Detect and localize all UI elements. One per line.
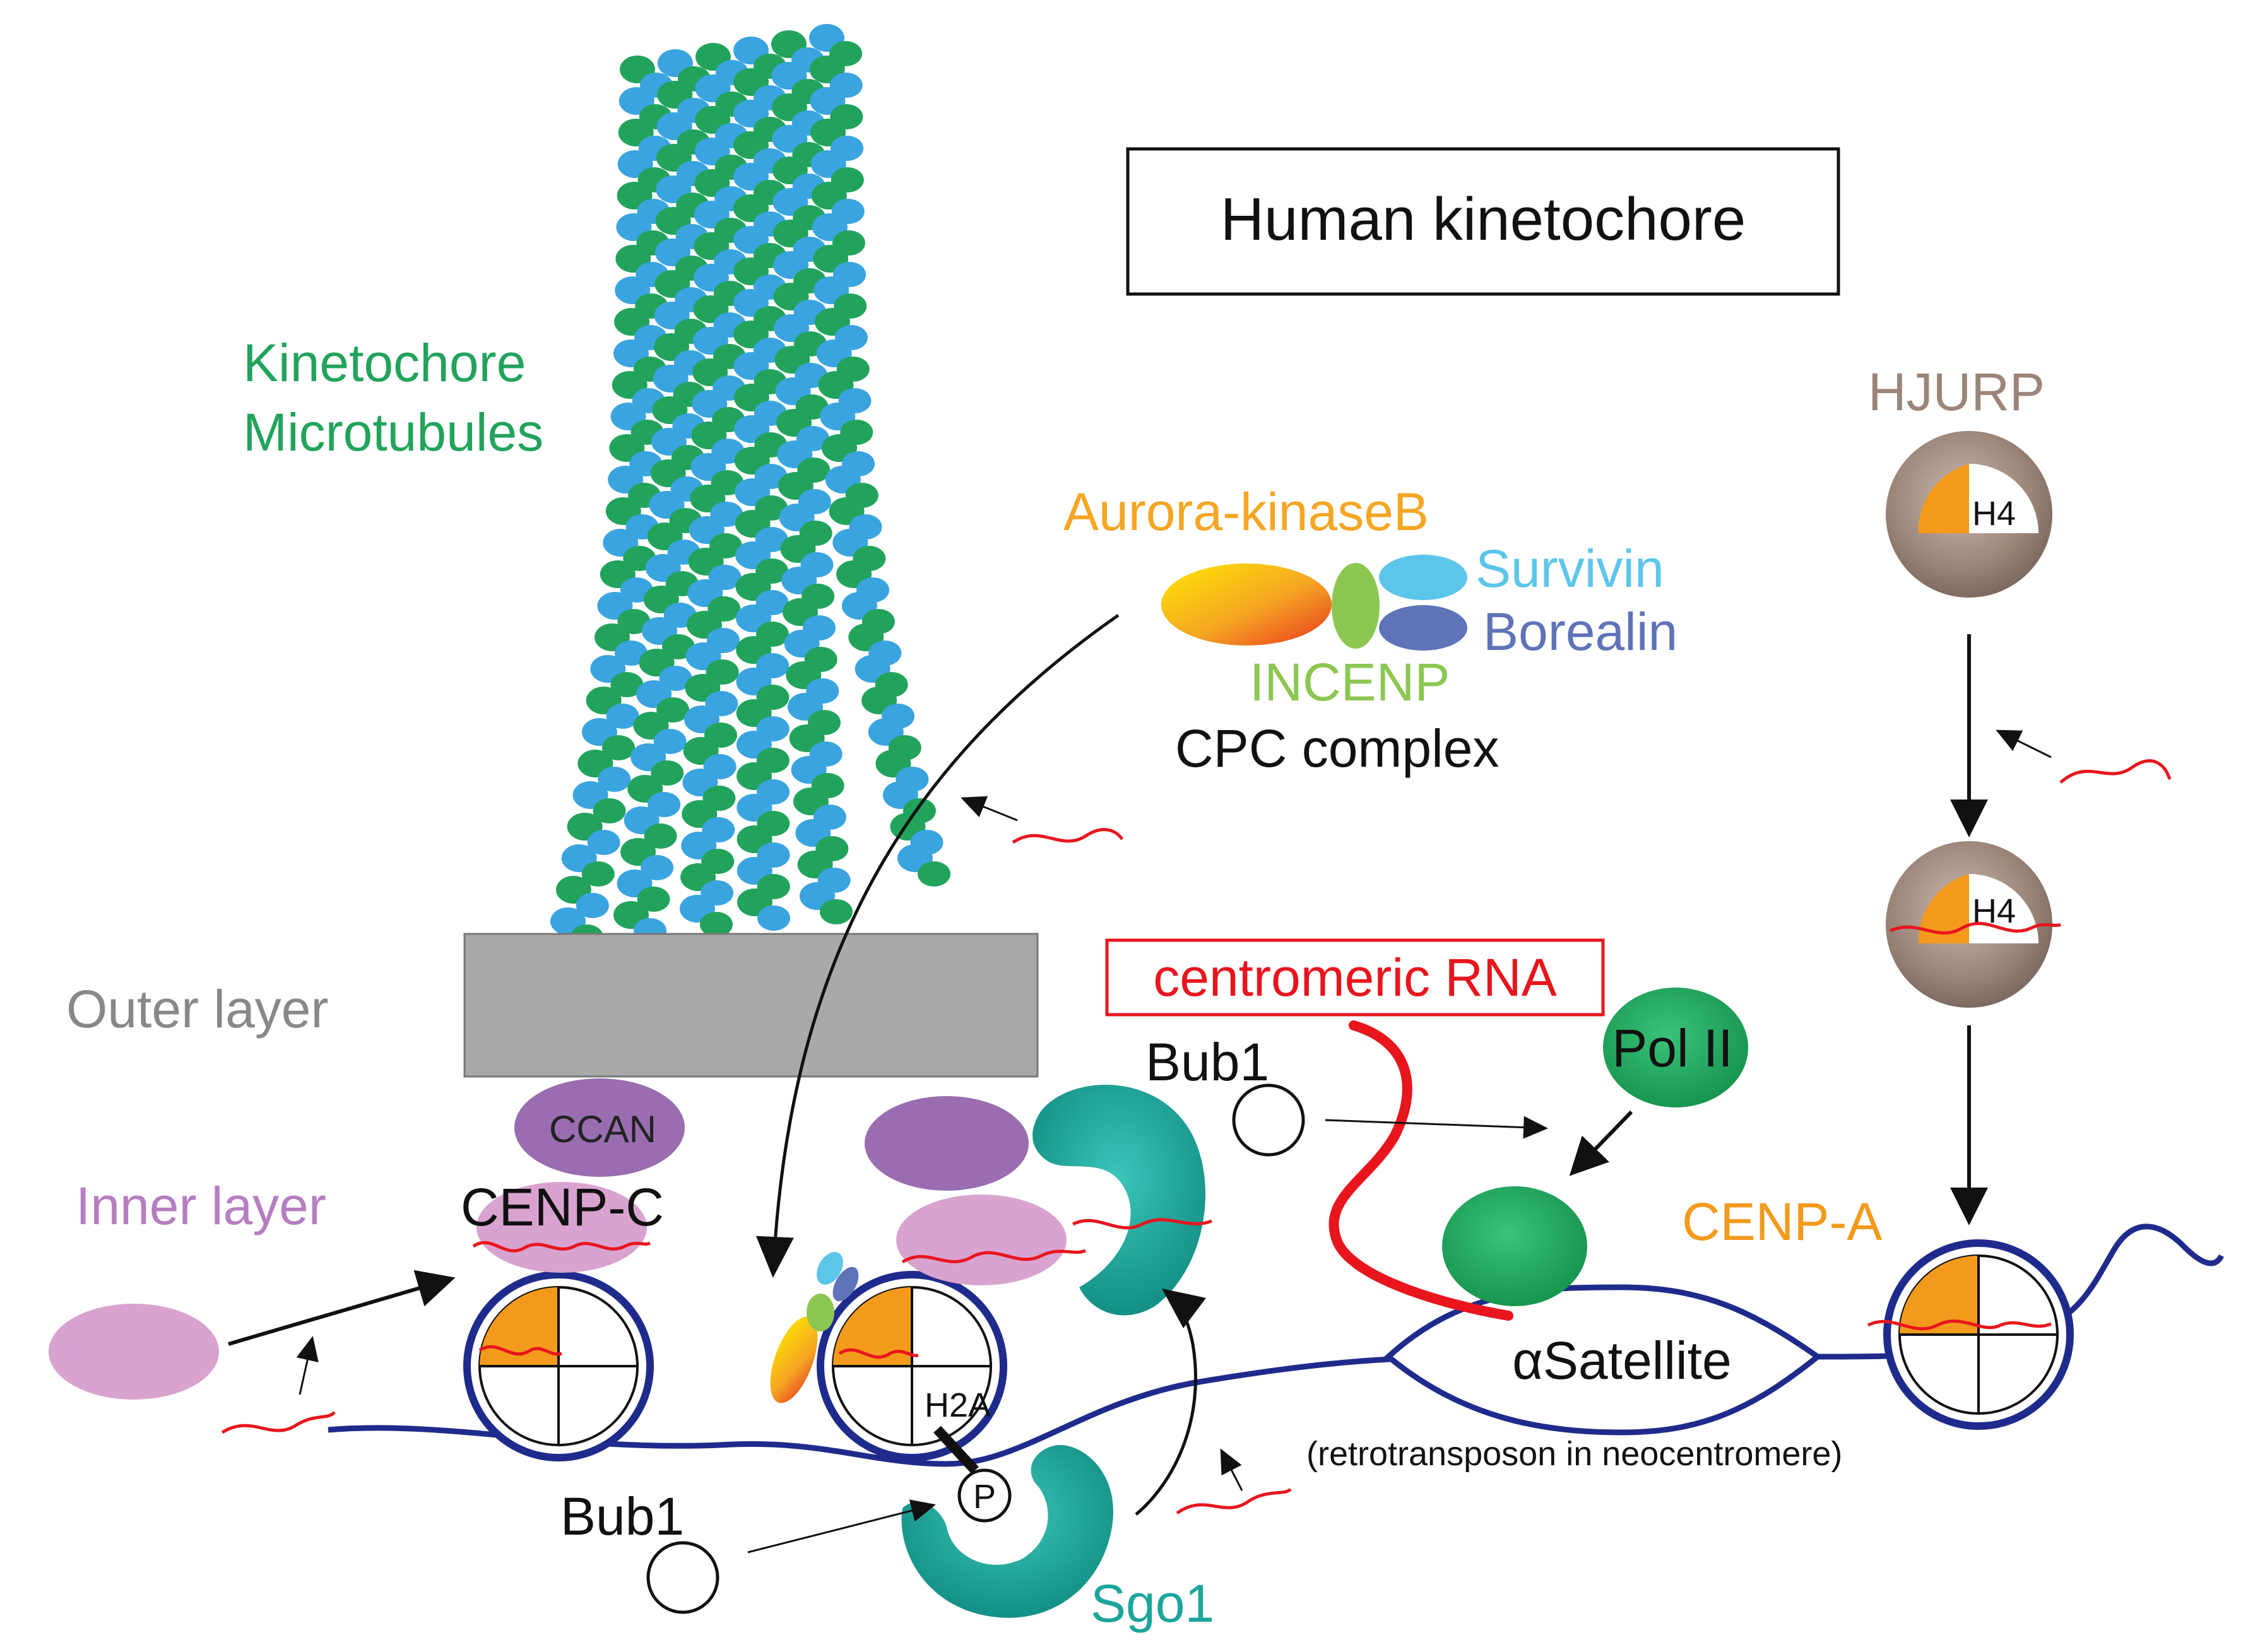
cpc-label: CPC complex [1175,719,1499,778]
sgo1-bound [1032,1085,1205,1316]
arrows [228,613,2052,1554]
hjurp-complex-top: H4 [1886,431,2052,598]
microtubule-subunit [615,640,648,666]
diagram-title: Human kinetochore [1221,186,1746,253]
ccan-label: CCAN [549,1108,656,1150]
cenp-c-free [49,1304,219,1400]
microtubule-subunit [659,666,692,691]
aurora-label: Aurora-kinaseB [1063,482,1429,541]
microtubule-subunit [656,697,690,723]
bub1-top [1232,1083,1305,1157]
microtubule-subunit [637,887,670,912]
microtubule-subunit [598,767,631,792]
microtubule-subunit [610,672,644,697]
microtubule-subunit [653,729,687,754]
microtubule-subunit [651,760,684,786]
hjurp-label: HJURP [1868,362,2045,422]
cenp-c-label: CENP-C [461,1177,664,1237]
microtubule-subunit [757,906,790,931]
borealin [1379,605,1467,651]
microtubule-subunit [606,704,639,729]
pol2-label: Pol II [1612,1018,1732,1078]
sgo1-label: Sgo1 [1091,1574,1214,1633]
microtubule-subunit [593,798,626,823]
microtubule-subunit [918,861,950,887]
bub1-bottom [646,1541,719,1614]
free-rna [221,759,2172,1515]
h2a-phospho-link [933,1425,979,1474]
centromeric-rna-box [1105,938,1605,1017]
retrotransposon-label: (retrotransposon in neocentromere) [1306,1435,1842,1473]
h4-top-label: H4 [1972,495,2016,533]
cpc-on-chromatin [770,1252,859,1403]
microtubule-subunit [648,792,681,817]
microtubule-subunit [644,823,677,849]
microtubule-subunit [576,893,609,918]
cenp-c-middle [896,1195,1067,1285]
microtubule-subunit [602,735,635,760]
inner-layer-label: Inner layer [76,1176,326,1236]
ccan-left [514,1078,685,1177]
sgo1-free [901,1445,1113,1618]
alpha-satellite-label: αSatellite [1512,1331,1731,1390]
survivin-label: Survivin [1476,539,1664,598]
phospho-label: P [973,1478,996,1516]
microtubule-subunit [587,830,620,855]
hjurp-complex-bottom: H4 [1886,841,2062,1008]
microtubules-label-line2: Microtubules [243,403,543,462]
microtubule-subunit [617,609,651,634]
borealin-label: Borealin [1483,602,1677,661]
phospho-circle [957,1468,1012,1523]
h2a-label: H2A [925,1386,991,1424]
nucleosome-left [463,1271,654,1461]
aurora-kinase-b [1161,563,1332,646]
microtubule-subunit [581,861,615,887]
bub1-top-label: Bub1 [1145,1032,1269,1092]
pol2-on-dna [1442,1186,1587,1306]
microtubule-subunit [820,899,853,924]
kinetochore-microtubules [550,24,950,950]
title-box: Human kinetochore [1126,147,1840,296]
incenp-label: INCENP [1250,652,1450,712]
microtubules-label-line1: Kinetochore [243,333,526,392]
survivin [1379,555,1467,600]
centromeric-rna-strand [1328,1020,1513,1321]
nucleosome-middle: H2A [817,1271,1007,1461]
centromeric-rna-label: centromeric RNA [1153,948,1556,1007]
microtubule-subunit [641,855,674,880]
outer-layer-label: Outer layer [66,979,329,1039]
cenp-a-label: CENP-A [1682,1192,1882,1251]
nucleosome-right [1867,1239,2074,1430]
pol2 [1603,988,1748,1107]
microtubule-subunit [700,912,733,937]
outer-layer-block [463,933,1039,1078]
bub1-bottom-label: Bub1 [560,1487,684,1546]
ccan-middle [865,1096,1029,1191]
incenp [1332,563,1380,649]
